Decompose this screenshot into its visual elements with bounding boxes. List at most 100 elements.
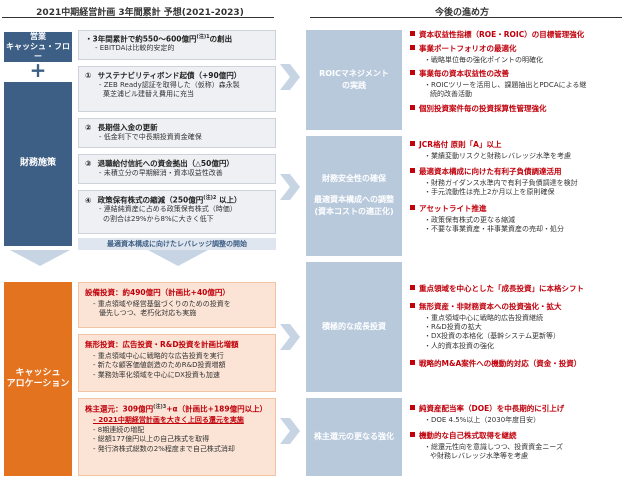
returns-label: 株主還元の更なる強化 — [314, 431, 394, 441]
financial-measures-label: 財務施策 — [19, 158, 56, 169]
ad-rd-box: 無形投資：広告投資・R&D投資を計画比増額 - 重点領域中心に戦略的な広告投資を… — [78, 334, 276, 392]
operating-cf-note: (注)1 — [196, 34, 210, 40]
capex-title: 設備投資：約490億円（計画比+40億円） — [85, 288, 230, 297]
financial-measures-tag: 財務施策 — [4, 82, 72, 246]
fin-r-item-3-sub-2: ・不要な事業資産・非事業資産の売却・処分 — [424, 225, 564, 233]
chevron-shape — [280, 64, 300, 90]
fin-safety-line2: 最適資本構成への調整 — [314, 194, 394, 204]
ad-rd-sub-3: - 業務効率化領域を中心にDX投資も加速 — [93, 370, 220, 379]
bullet-square-icon — [410, 104, 415, 110]
returns-note: (注)3 — [153, 404, 167, 410]
returns-sub-2: - 総額177億円以上の自己株式を取得 — [93, 435, 210, 444]
roic-item-1-title: 資本収益性指標（ROE・ROIC）の目標管理強化 — [419, 30, 585, 39]
fin-item-1-title-text: サステナビリティボンド起債（+90億円） — [97, 71, 242, 80]
returns-r-item-1-sub-1: ・DOE 4.5%以上（2030年度目安） — [424, 415, 541, 424]
returns-r-item-2: 機動的な自己株式取得を継続 — [410, 431, 622, 441]
fin-r-item-1-title: JCR格付 原則「A」以上 — [419, 140, 502, 149]
fin-item-2-title-text: 長期借入金の更新 — [97, 123, 158, 132]
sales-cf-tag: 営業 キャッシュ・フロー — [4, 32, 72, 62]
bullet-square-icon — [410, 432, 415, 438]
operating-cf-main: ・3年間累計で約550～600億円(注)1の創出 — [85, 34, 269, 44]
fin-item-2: ② 長期借入金の更新 - 低金利下で中長期投資資金確保 — [78, 118, 276, 148]
roic-line2: の実践 — [342, 81, 366, 90]
ad-rd-sub-2: - 新たな顧客価値創造のためR&D投資増額 — [93, 361, 226, 370]
ad-rd-title: 無形投資：広告投資・R&D投資を計画比増額 — [85, 340, 239, 349]
returns-title-text: 株主還元：309億円 — [85, 404, 154, 414]
roic-line1: ROICマネジメント — [319, 68, 389, 78]
returns-title-suffix: +α（計画比+189億円以上） — [166, 404, 268, 414]
fin-safety-line1: 財務安全性の確保 — [322, 174, 386, 184]
chevron-shape — [280, 174, 300, 200]
fin-item-4-sub-2: の割合は29%から8%に大きく低下 — [103, 214, 214, 223]
fin-item-1-num: ① — [85, 71, 92, 80]
roic-item-2-title: 事業ポートフォリオの最適化 — [419, 43, 517, 53]
fin-item-4: ④ 政策保有株式の縮減（250億円(注)2 以上） - 連結純資産に占める政策保… — [78, 190, 276, 234]
roic-item-2: 事業ポートフォリオの最適化 — [410, 44, 622, 54]
bullet-square-icon — [410, 141, 415, 146]
bullet-square-icon — [410, 204, 415, 210]
growth-r-item-2-title: 無形資産・非財務資本への投資強化・拡大 — [419, 301, 562, 311]
roic-item-3-title: 事業毎の資本収益性の改善 — [419, 68, 509, 78]
operating-cf-main-text: ・3年間累計で約550～600億円 — [85, 34, 197, 44]
cash-allocation-tag: キャッシュ アロケーション — [4, 282, 72, 476]
roic-item-3-sub-2: 続的改善活動 — [430, 90, 472, 99]
returns-title: 株主還元：309億円(注)3+α（計画比+189億円以上） — [85, 404, 269, 414]
fin-item-3: ③ 退職給付信託への資金拠出（△50億円） - 未積立分の早期解消・資本収益性改… — [78, 154, 276, 184]
capex-sub-1: - 重点領域や経営基盤づくりのための投資を — [93, 299, 231, 308]
down-arrow-right-shape — [148, 250, 208, 266]
fin-r-item-1-sub-1: ・業績変動リスクと財務レバレッジ水準を考慮 — [424, 151, 571, 160]
fin-item-3-num: ③ — [85, 159, 92, 168]
bullet-square-icon — [410, 44, 415, 50]
down-arrow-left-shape — [10, 250, 70, 266]
growth-r-item-3-title: 戦略的M&A案件への機動的対応（資金・投資） — [419, 359, 582, 369]
left-header-rule — [2, 17, 274, 18]
roic-item-3: 事業毎の資本収益性の改善 — [410, 69, 622, 79]
growth-r-item-2-sub-3: ・DX投資の本格化（基幹システム更新等） — [424, 332, 560, 341]
growth-r-item-1: 重点領域を中心とした「成長投資」に本格シフト — [410, 284, 622, 294]
fin-r-item-1: JCR格付 原則「A」以上 — [410, 140, 622, 150]
returns-r-item-2-sub-1: ・総還元性向を意識しつつ、投資資金ニーズ — [424, 442, 563, 451]
roic-item-2-sub-1: ・戦略単位毎の強化ポイントの明確化 — [424, 55, 543, 64]
right-fin-section: JCR格付 原則「A」以上 ・業績変動リスクと財務レバレッジ水準を考慮 最適資本… — [410, 140, 622, 234]
cash-allocation-line1: キャッシュ — [15, 367, 61, 378]
right-roic-section: 資本収益性指標（ROE・ROIC）の目標管理強化 事業ポートフォリオの最適化 ・… — [410, 30, 622, 113]
fin-item-1-sub-1: - ZEB Ready認証を取得した（仮称）森永製 — [99, 80, 240, 89]
roic-item-4: 個別投資案件毎の投資採算性管理強化 — [410, 104, 622, 114]
bullet-square-icon — [410, 285, 415, 290]
sales-cf-line1: 営業 — [30, 32, 46, 41]
bullet-square-icon — [410, 31, 415, 36]
plus-icon: + — [29, 58, 47, 82]
chevron-right-icon — [280, 418, 300, 444]
shareholder-returns-box: 株主還元の更なる強化 — [306, 398, 402, 476]
fin-r-item-3: アセットライト推進 — [410, 204, 622, 214]
chevron-right-icon — [280, 324, 300, 350]
roic-management-box: ROICマネジメント の実践 — [306, 30, 402, 130]
operating-cf-box: ・3年間累計で約550～600億円(注)1の創出 - EBITDAは比較的安定的 — [78, 30, 276, 60]
right-growth-section: 重点領域を中心とした「成長投資」に本格シフト 無形資産・非財務資本への投資強化・… — [410, 284, 622, 369]
fin-item-3-title: ③ 退職給付信託への資金拠出（△50億円） — [85, 159, 269, 169]
roic-item-4-title: 個別投資案件毎の投資採算性管理強化 — [419, 103, 547, 113]
growth-r-item-3: 戦略的M&A案件への機動的対応（資金・投資） — [410, 359, 622, 369]
returns-box: 株主還元：309億円(注)3+α（計画比+189億円以上） - 2021中期経営… — [78, 398, 276, 476]
right-header: 今後の進め方 — [434, 8, 489, 18]
returns-r-item-1: 純資産配当率（DOE）を中長期的に引上げ — [410, 404, 622, 414]
returns-r-item-1-title: 純資産配当率（DOE）を中長期的に引上げ — [419, 404, 565, 413]
roic-item-1: 資本収益性指標（ROE・ROIC）の目標管理強化 — [410, 30, 622, 40]
fin-safety-line3: (資本コストの適正化) — [314, 207, 394, 217]
bullet-square-icon — [410, 69, 415, 75]
growth-r-item-2-sub-1: ・重点領域中心に戦略的広告投資継続 — [424, 313, 543, 322]
sales-cf-line2: キャッシュ・フロー — [6, 42, 70, 61]
chevron-right-icon — [280, 64, 300, 90]
fin-r-item-2: 最適資本構成に向けた有利子負債調達活用 — [410, 167, 622, 177]
bullet-square-icon — [410, 302, 415, 308]
returns-r-item-2-title: 機動的な自己株式取得を継続 — [419, 431, 517, 441]
fin-item-2-sub-1: - 低金利下で中長期投資資金確保 — [99, 132, 202, 141]
fin-item-4-note: (注)2 — [203, 195, 217, 201]
left-header: 2021中期経営計画 3年間累計 予想(2021-2023) — [36, 8, 244, 18]
down-arrow-icon — [10, 250, 70, 266]
returns-sub-1: - 8期連続の増配 — [93, 425, 145, 434]
operating-cf-sub: - EBITDAは比較的安定的 — [95, 44, 175, 53]
fin-item-4-title-suffix: 以上） — [218, 195, 242, 205]
fin-item-2-title: ② 長期借入金の更新 — [85, 123, 269, 133]
growth-r-item-2: 無形資産・非財務資本への投資強化・拡大 — [410, 302, 622, 312]
